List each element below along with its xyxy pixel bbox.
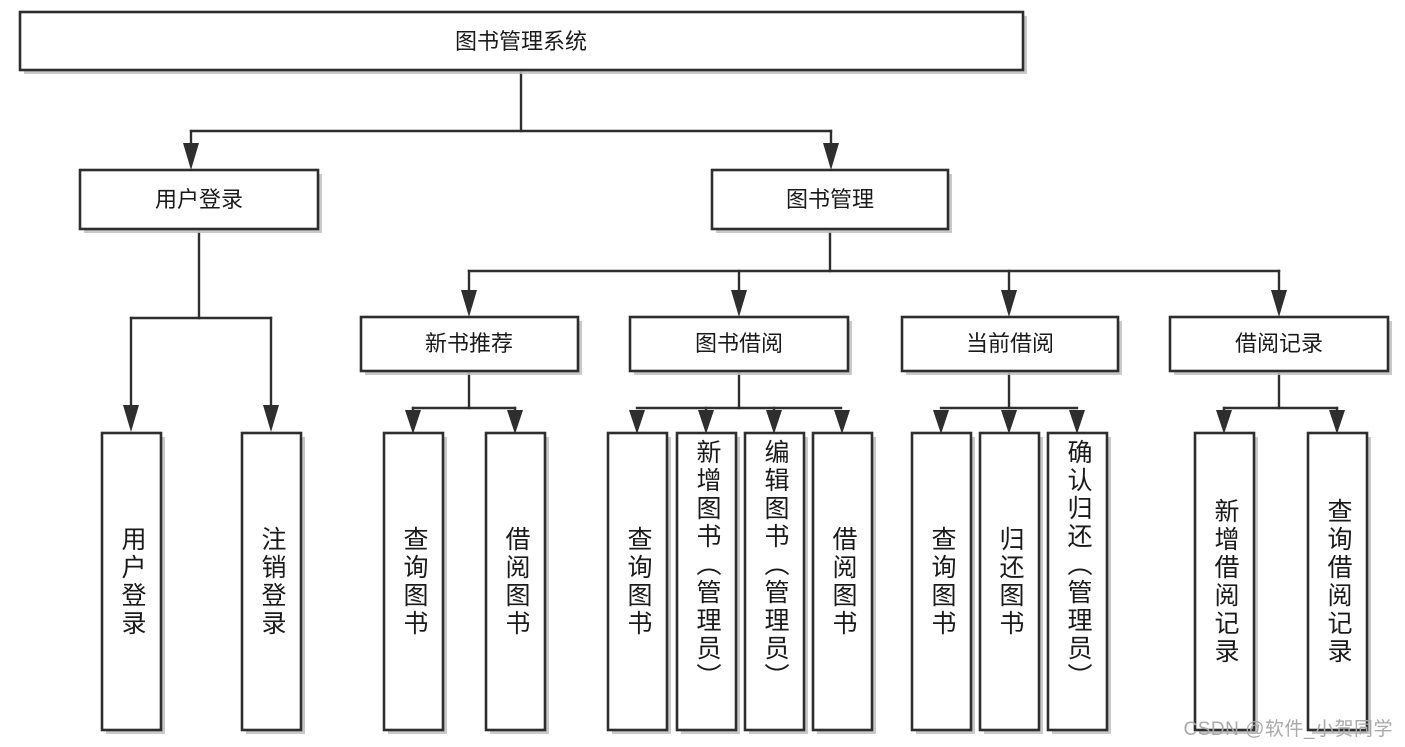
leaf-box-nb-query[interactable]	[382, 431, 445, 732]
arrow-current-query	[933, 410, 949, 434]
arrow-newbook-borrow	[507, 410, 523, 434]
book-borrow-label: 图书借阅	[695, 331, 783, 356]
new-book-box[interactable]	[359, 315, 580, 373]
arrow-current-return	[1001, 410, 1017, 434]
arrow-root-to-book	[823, 143, 839, 170]
leaf-box-bb-edit[interactable]	[743, 431, 806, 732]
node-borrow-record[interactable]: 借阅记录	[1168, 315, 1392, 375]
node-book-manage[interactable]: 图书管理	[710, 168, 952, 233]
leaf-box-bb-query[interactable]	[606, 431, 669, 732]
leaf-boxes-group	[100, 431, 1371, 734]
leaf-box-bb-lend[interactable]	[811, 431, 874, 732]
node-new-book-recommend[interactable]: 新书推荐	[359, 315, 582, 375]
new-book-label: 新书推荐	[425, 331, 513, 356]
leaf-box-logout[interactable]	[240, 431, 303, 732]
leaf-box-user-login[interactable]	[100, 431, 163, 732]
node-user-login[interactable]: 用户登录	[78, 168, 322, 233]
leaf-box-nb-borrow[interactable]	[484, 431, 547, 732]
node-book-borrow[interactable]: 图书借阅	[628, 315, 852, 375]
node-current-borrow[interactable]: 当前借阅	[900, 315, 1122, 375]
arrow-root-to-user	[183, 143, 199, 170]
book-manage-box[interactable]	[710, 168, 950, 231]
arrow-user-login	[123, 405, 139, 432]
leaf-box-cb-query[interactable]	[910, 431, 973, 732]
leaf-box-br-query[interactable]	[1306, 431, 1369, 732]
arrow-to-newbook	[461, 290, 477, 317]
arrow-to-current	[1001, 290, 1017, 317]
arrow-newbook-query	[405, 410, 421, 434]
arrow-borrow-add	[698, 410, 714, 434]
leaf-box-cb-return[interactable]	[978, 431, 1041, 732]
arrow-user-logout	[263, 405, 279, 432]
arrow-record-query	[1329, 410, 1345, 434]
current-borrow-box[interactable]	[900, 315, 1120, 373]
leaf-box-cb-confirm[interactable]	[1046, 431, 1109, 732]
arrow-to-record	[1271, 290, 1287, 317]
current-borrow-label: 当前借阅	[966, 331, 1054, 356]
arrow-borrow-lend	[834, 410, 850, 434]
node-root[interactable]: 图书管理系统	[18, 10, 1027, 74]
arrow-borrow-query	[629, 410, 645, 434]
arrow-record-add	[1216, 410, 1232, 434]
leaf-box-bb-add[interactable]	[675, 431, 738, 732]
arrow-borrow-edit	[766, 410, 782, 434]
borrow-record-label: 借阅记录	[1235, 331, 1323, 356]
root-box[interactable]	[18, 10, 1025, 72]
csdn-watermark: CSDN @软件_小贺同学	[1183, 719, 1393, 740]
borrow-record-box[interactable]	[1168, 315, 1390, 373]
leaf-box-br-add[interactable]	[1193, 431, 1256, 732]
user-login-box[interactable]	[78, 168, 320, 231]
arrow-current-confirm	[1069, 410, 1085, 434]
arrow-to-borrow	[731, 290, 747, 317]
root-label: 图书管理系统	[455, 29, 587, 54]
user-login-label: 用户登录	[155, 187, 243, 212]
connector-group	[123, 71, 1345, 434]
book-borrow-box[interactable]	[628, 315, 850, 373]
book-manage-label: 图书管理	[786, 187, 874, 212]
